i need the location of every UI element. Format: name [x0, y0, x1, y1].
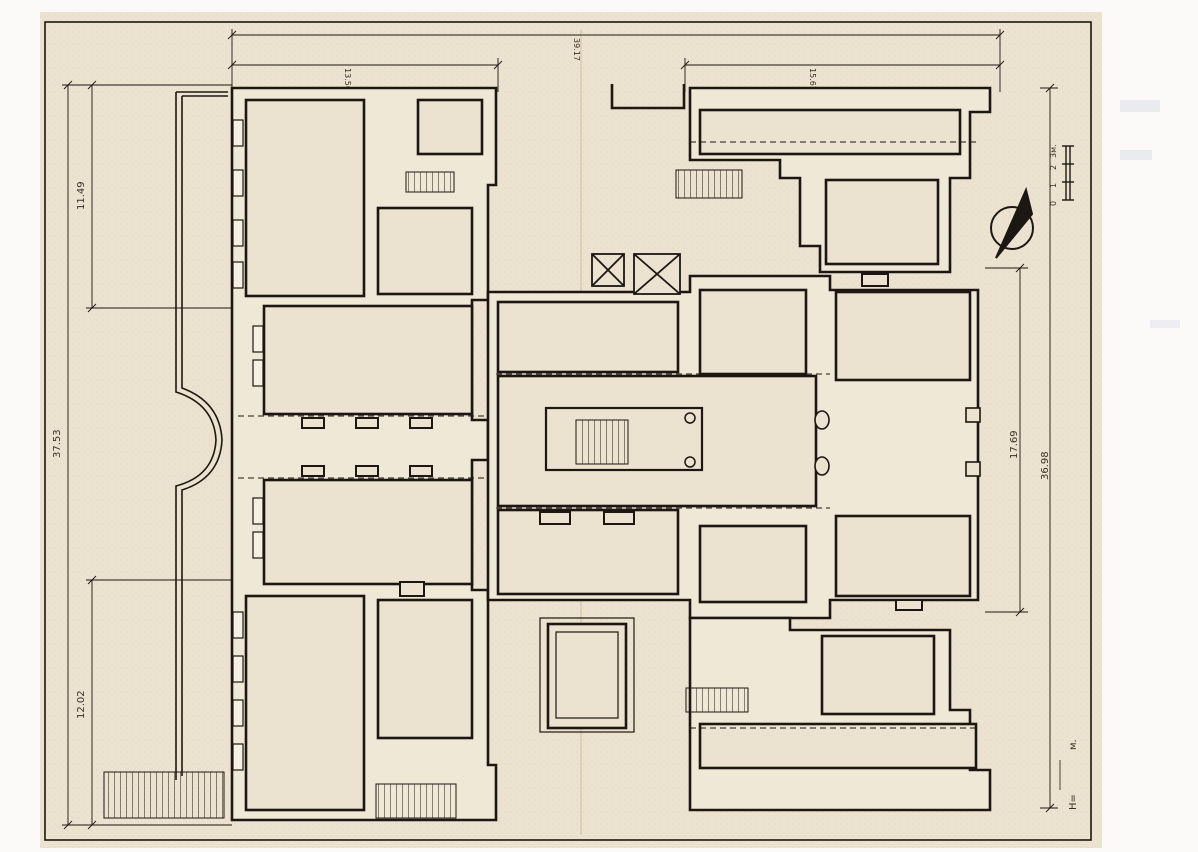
window-marks-left	[232, 119, 264, 771]
dim-overall-width: 39.17	[572, 38, 581, 61]
room-right-top	[824, 178, 940, 266]
scale-tick-3: 3м.	[1049, 144, 1058, 158]
corridor-dashes	[238, 141, 980, 729]
room-right-bottom	[820, 634, 936, 716]
scale-bar	[1062, 145, 1074, 201]
central-corridor-upper	[496, 300, 680, 374]
dim-right-middle: 17.69	[1009, 430, 1020, 459]
dim-right-block-width: 15.67	[808, 68, 817, 91]
room-bottom-mid	[376, 598, 474, 740]
room-top-corner	[416, 98, 484, 156]
top-corner-bracket	[610, 84, 686, 110]
elevation-unit: м.	[1068, 739, 1079, 750]
room-bottom-left	[244, 594, 366, 812]
dim-overall-height-left: 37.53	[52, 429, 63, 458]
dim-right-overall: 36.98	[1040, 451, 1051, 480]
courtyard-railing	[539, 617, 635, 733]
dimension-lines	[62, 29, 1058, 830]
columns	[814, 407, 981, 477]
room-top-mid	[376, 206, 474, 296]
dim-bottom-segment: 12.02	[76, 690, 87, 719]
drawing-frame	[44, 21, 1092, 841]
corridor-piers	[301, 273, 923, 611]
scale-tick-2: 2	[1049, 165, 1058, 170]
dim-left-block-width: 13.50	[343, 68, 352, 91]
elevator-shafts	[591, 253, 681, 295]
dim-top-segment: 11.49	[76, 181, 87, 210]
terrace-outline	[175, 91, 228, 780]
courtyard-inner	[546, 622, 628, 730]
hall-left-upper	[262, 304, 474, 416]
scale-tick-0: 0	[1049, 201, 1058, 206]
main-staircase	[544, 406, 704, 472]
room-right-lower-a	[698, 524, 808, 604]
right-top-corridor	[698, 108, 962, 156]
hall-left-lower	[262, 478, 474, 586]
scale-tick-1: 1	[1049, 183, 1058, 188]
secondary-staircases	[103, 169, 749, 819]
right-bottom-corridor	[698, 722, 978, 770]
room-right-lower-b	[834, 514, 972, 598]
room-right-upper-a	[698, 288, 808, 376]
room-right-upper-b	[834, 290, 972, 382]
room-top-left	[244, 98, 366, 298]
elevation-note: H=	[1068, 794, 1079, 810]
bleed-through-marks	[1120, 100, 1180, 328]
central-lower-room	[496, 508, 680, 596]
north-arrow	[990, 186, 1034, 259]
